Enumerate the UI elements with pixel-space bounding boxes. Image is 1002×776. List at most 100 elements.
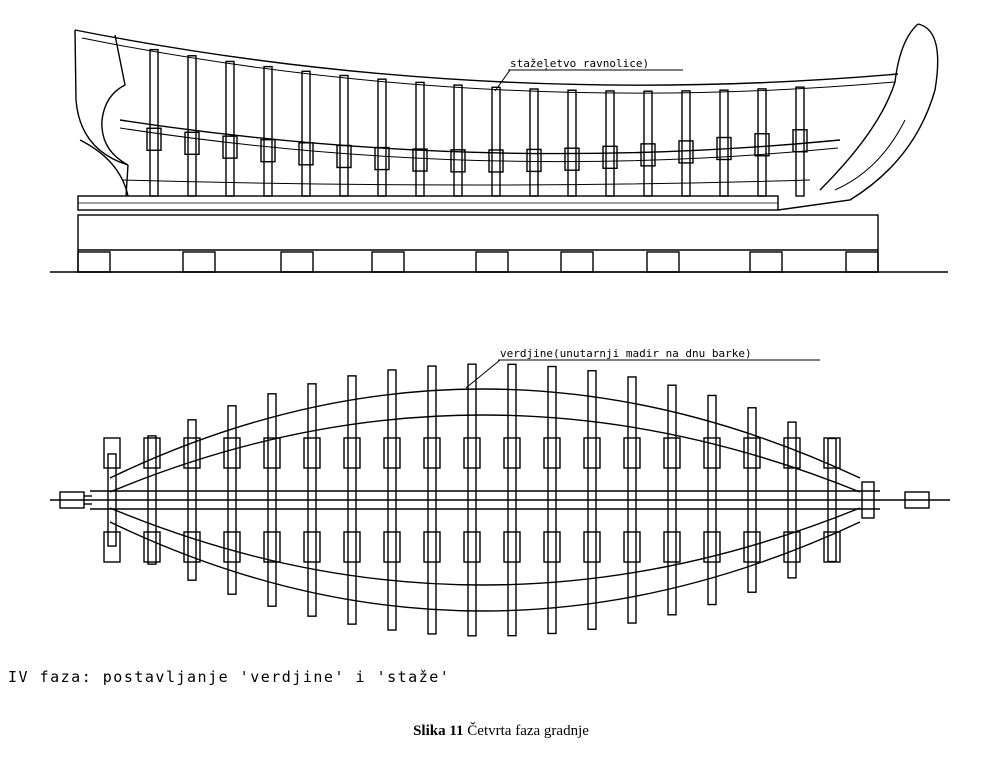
frame-floor-top (503, 437, 521, 469)
frame-floor-top (223, 437, 241, 469)
frame-joint (564, 147, 580, 171)
frame-floor-bottom (543, 531, 561, 563)
stand-block (77, 251, 111, 273)
frame-joint (640, 143, 656, 167)
frame-floor-bottom (503, 531, 521, 563)
frame-floor-top (103, 437, 121, 469)
frame-floor-top (663, 437, 681, 469)
frame-floor-bottom (743, 531, 761, 563)
plan-frame (107, 453, 117, 547)
frame-floor-top (743, 437, 761, 469)
plan-frame (707, 394, 717, 606)
stand-block (560, 251, 594, 273)
hull-sheer-line (74, 29, 899, 86)
side-frame (377, 78, 387, 197)
frame-floor-bottom (103, 531, 121, 563)
stage-caption: IV faza: postavljanje 'verdjine' i 'staž… (8, 668, 451, 686)
frame-floor-bottom (463, 531, 481, 563)
plan-frame (467, 363, 477, 637)
plan-frame (147, 435, 157, 565)
plan-frames (103, 363, 841, 637)
verdjina-outer-bottom (109, 521, 861, 612)
frame-joint (754, 133, 770, 157)
stand-block (845, 251, 879, 273)
frame-floor-top (423, 437, 441, 469)
stand-block (280, 251, 314, 273)
side-frame (681, 90, 691, 197)
frame-floor-bottom (143, 531, 161, 563)
plan-frame (427, 365, 437, 635)
plan-frame (307, 383, 317, 617)
verdjina-outer-top (109, 388, 861, 479)
frame-floor-top (343, 437, 361, 469)
inner-stringer-staza (119, 119, 841, 155)
side-frame (605, 90, 615, 197)
frame-joint (146, 127, 162, 151)
frame-floor-top (583, 437, 601, 469)
frame-floor-bottom (223, 531, 241, 563)
frame-floor-top (383, 437, 401, 469)
side-frame (795, 86, 805, 197)
plan-view-label: verdjine(unutarnji madir na dnu barke) (500, 347, 752, 360)
frame-floor-bottom (823, 531, 841, 563)
frame-floor-bottom (423, 531, 441, 563)
plan-view (50, 363, 950, 637)
frame-floor-bottom (703, 531, 721, 563)
frame-joint (412, 148, 428, 172)
plan-frame (347, 375, 357, 625)
side-elevation-view (50, 23, 948, 273)
frame-floor-bottom (583, 531, 601, 563)
plan-frame (747, 407, 757, 593)
plan-frame (267, 393, 277, 607)
stand-block (371, 251, 405, 273)
frame-floor-bottom (623, 531, 641, 563)
frame-floor-top (143, 437, 161, 469)
frame-floor-bottom (343, 531, 361, 563)
side-frame (415, 81, 425, 197)
frame-joint (450, 149, 466, 173)
plan-frame (187, 419, 197, 581)
bow-stub (904, 491, 930, 509)
frame-floor-top (303, 437, 321, 469)
figure-caption-text: Četvrta faza gradnje (467, 723, 589, 739)
stand-block (646, 251, 680, 273)
side-view-label: stažeļetvo ravnolice) (510, 57, 649, 70)
side-frame (719, 89, 729, 197)
frame-joint (260, 138, 276, 163)
figure-caption: Slika 11 Četvrta faza gradnje (0, 723, 1002, 740)
frame-floor-top (543, 437, 561, 469)
side-frame (339, 74, 349, 197)
side-frame (757, 88, 767, 197)
side-frame (529, 88, 539, 197)
stand-block (475, 251, 509, 273)
frame-floor-bottom (663, 531, 681, 563)
frame-joint (222, 135, 238, 159)
side-frame (263, 65, 273, 197)
plan-frame (227, 405, 237, 595)
frame-floor-top (703, 437, 721, 469)
frame-floor-bottom (783, 531, 801, 563)
frame-joint (792, 129, 808, 153)
frame-floor-bottom (303, 531, 321, 563)
bow-stem (777, 23, 939, 211)
frame-floor-top (783, 437, 801, 469)
frame-floor-top (623, 437, 641, 469)
stand-block (182, 251, 216, 273)
frame-floor-top (823, 437, 841, 469)
plan-frame (667, 384, 677, 616)
stern-post (74, 29, 129, 166)
plan-frame (547, 365, 557, 635)
plan-frame (507, 363, 517, 637)
plan-frame (627, 376, 637, 624)
frame-joint (488, 149, 504, 173)
frame-floor-top (463, 437, 481, 469)
frame-joint (716, 136, 732, 161)
side-frame (225, 60, 235, 197)
frame-floor-bottom (183, 531, 201, 563)
side-frames (146, 48, 808, 197)
stand-blocks (77, 251, 879, 273)
frame-floor-bottom (383, 531, 401, 563)
plan-frame (787, 421, 797, 579)
side-frame (301, 70, 311, 197)
frame-joint (298, 142, 314, 166)
